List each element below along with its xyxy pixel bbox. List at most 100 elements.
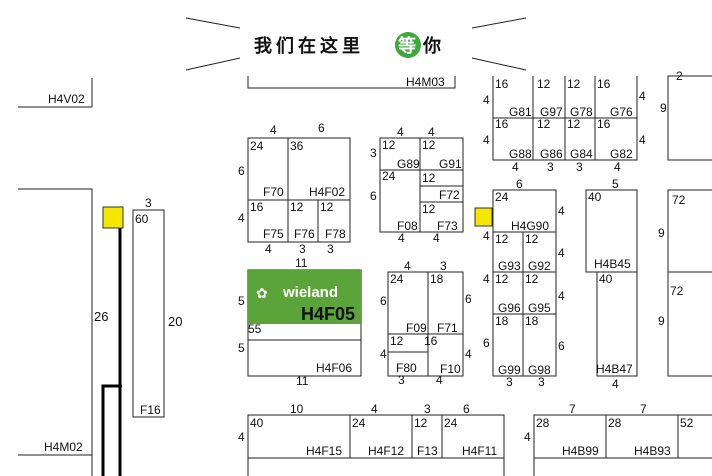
booth-label-g95[interactable]: G95 [528, 301, 551, 315]
booth-label-h4f02[interactable]: H4F02 [309, 185, 345, 199]
booth-b47 [596, 272, 638, 377]
booth-label-g88[interactable]: G88 [509, 147, 532, 161]
booth-label-h4b93[interactable]: H4B93 [634, 444, 671, 458]
brand-name: wieland [282, 284, 338, 301]
booth-label-g97[interactable]: G97 [540, 105, 563, 119]
dimension-label: 40 [599, 272, 613, 286]
banner: 我们在这里 等 你 [185, 17, 527, 71]
hall-wall [247, 76, 456, 89]
dimension-label: 4 [558, 289, 565, 303]
dimension-label: 24 [495, 190, 509, 204]
dimension-label: 40 [588, 190, 602, 204]
block-outline [247, 414, 505, 476]
booth-label-g89[interactable]: G89 [397, 157, 420, 171]
booth-label-g84[interactable]: G84 [570, 147, 593, 161]
dimension-label: 26 [94, 309, 108, 324]
hall-label-h4m02: H4M02 [44, 440, 83, 454]
dimension-label: 4 [483, 93, 490, 107]
dimension-label: 12 [320, 200, 334, 214]
dimension-label: 6 [380, 294, 387, 308]
dimension-label: 20 [168, 314, 182, 329]
dimension-label: 4 [639, 89, 646, 103]
dimension-label: 6 [370, 189, 377, 203]
dimension-label: 3 [424, 402, 431, 416]
dimension-label: 4 [483, 272, 490, 286]
dimension-label: 9 [658, 314, 665, 328]
dimension-label: 16 [495, 77, 509, 91]
booth-label-g99[interactable]: G99 [498, 363, 521, 377]
booth-label-f71[interactable]: F71 [437, 321, 458, 335]
block-g89: 4 4 3 12 12 G89 G91 24 12 F72 6 12 F08 F… [370, 125, 493, 245]
block-h4m03: H4M03 [247, 75, 456, 89]
dimension-label: 11 [296, 374, 309, 388]
dimension-label: 12 [525, 232, 539, 246]
block-outline [387, 271, 464, 377]
booth-label-f76[interactable]: F76 [294, 227, 315, 241]
booth-label-f70[interactable]: F70 [263, 185, 284, 199]
booth-label-g98[interactable]: G98 [528, 363, 551, 377]
dimension-label: 12 [290, 200, 304, 214]
wieland-booth-h4f05[interactable] [248, 270, 361, 324]
dimension-label: 4 [371, 402, 378, 416]
booth-label-g76[interactable]: G76 [610, 105, 633, 119]
booth-label-h4f11[interactable]: H4F11 [462, 444, 497, 458]
dimension-label: 12 [525, 272, 539, 286]
dimension-label: 3 [398, 373, 405, 387]
dimension-label: 6 [318, 121, 325, 135]
booth-label-g92[interactable]: G92 [528, 259, 551, 273]
wieland-logo-icon: ✿ [256, 286, 268, 302]
dimension-label: 4 [558, 204, 565, 218]
dimension-label: 4 [436, 373, 443, 387]
booth-b45[interactable] [585, 189, 638, 273]
dimension-label: 3 [370, 146, 377, 160]
booth-label-h4f15[interactable]: H4F15 [306, 444, 342, 458]
dimension-label: 55 [248, 322, 262, 336]
aisle-path [101, 384, 122, 476]
booth-label-f80[interactable]: F80 [396, 361, 417, 375]
booth-label-g96[interactable]: G96 [498, 301, 521, 315]
booth-label-f08[interactable]: F08 [397, 219, 418, 233]
dimension-label: 72 [670, 284, 684, 298]
dimension-label: 6 [238, 164, 245, 178]
dimension-label: 10 [290, 402, 304, 416]
booth-label-h4b47[interactable]: H4B47 [596, 362, 633, 376]
booth-label-g78[interactable]: G78 [570, 105, 593, 119]
dimension-label: 4 [238, 211, 245, 225]
booth-label-h4g90[interactable]: H4G90 [511, 219, 549, 233]
dimension-label: 3 [576, 160, 583, 174]
booth-label-h4f06[interactable]: H4F06 [316, 361, 352, 375]
block-f09: 4 3 24 18 6 6 F09 F71 12 16 4 4 F80 F10 … [380, 259, 472, 387]
block-outline [379, 137, 464, 233]
dimension-label: 16 [597, 117, 611, 131]
booth-label-f73[interactable]: F73 [437, 219, 458, 233]
dimension-label: 4 [614, 160, 621, 174]
dimension-label: 11 [295, 256, 308, 270]
hall-wall [18, 188, 93, 476]
booth-label-g91[interactable]: G91 [439, 157, 462, 171]
booth-label-g81[interactable]: G81 [509, 105, 532, 119]
booth-label-f78[interactable]: F78 [325, 227, 346, 241]
booth-f16[interactable] [132, 209, 165, 418]
dimension-label: 4 [639, 133, 646, 147]
booth-label-h4b99[interactable]: H4B99 [562, 444, 599, 458]
dimension-label: 60 [135, 212, 149, 226]
dimension-label: 3 [145, 196, 152, 210]
dimension-label: 40 [250, 416, 264, 430]
dimension-label: 28 [608, 416, 622, 430]
dimension-label: 18 [495, 314, 509, 328]
booth-label-f10[interactable]: F10 [440, 362, 461, 376]
booth-label-g82[interactable]: G82 [610, 147, 633, 161]
booth-label-f75[interactable]: F75 [263, 227, 284, 241]
booth-label-g93[interactable]: G93 [498, 259, 521, 273]
booth-label-g86[interactable]: G86 [540, 147, 563, 161]
booth-label-f13[interactable]: F13 [417, 444, 438, 458]
dimension-label: 12 [382, 138, 396, 152]
booth-label-h4f12[interactable]: H4F12 [368, 444, 404, 458]
booth-label-f09[interactable]: F09 [406, 321, 427, 335]
booth-label-f72[interactable]: F72 [439, 188, 460, 202]
dimension-label: 5 [612, 177, 619, 191]
dimension-label: 24 [382, 169, 396, 183]
block-h4f05: ✿ wieland H4F05 5 55 5 H4F06 11 [238, 269, 362, 388]
dimension-label: 4 [428, 125, 435, 139]
